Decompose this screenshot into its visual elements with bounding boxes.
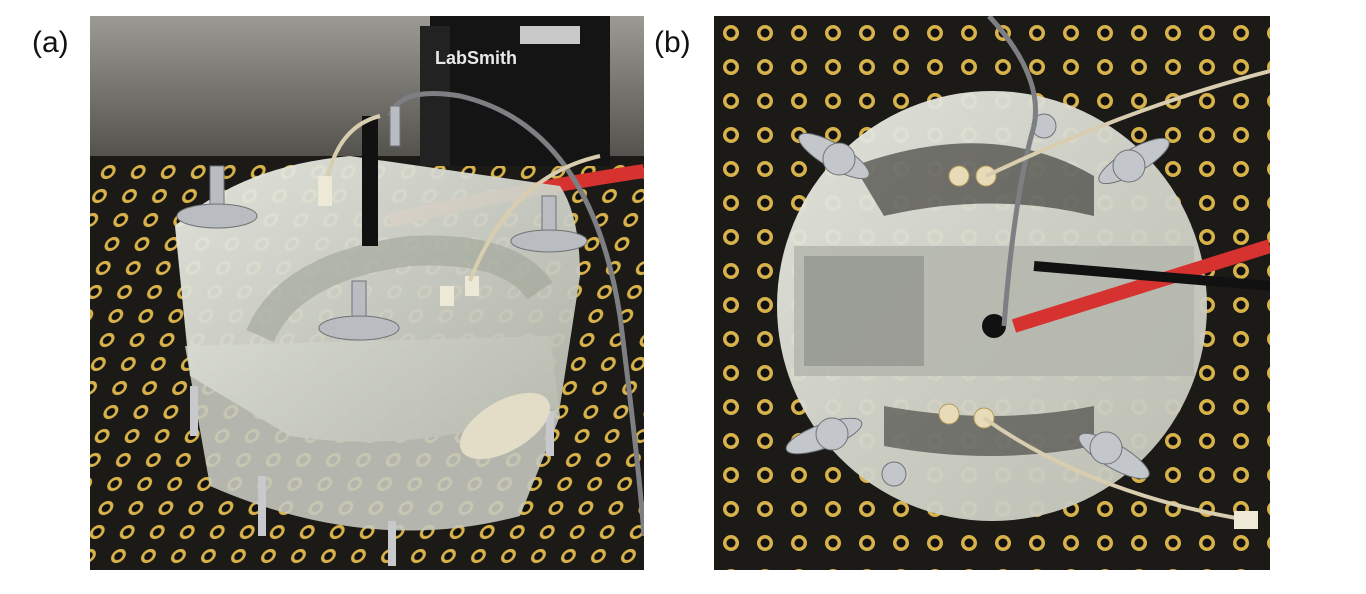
- wing-nut-screws: [176, 105, 588, 341]
- wing-nuts: [785, 113, 1170, 487]
- photo-a-device-angled: LabSmith: [90, 16, 644, 570]
- grey-wire: [987, 16, 1039, 327]
- panel-label-a: (a): [32, 26, 69, 59]
- labsmith-brand-text: LabSmith: [435, 48, 517, 68]
- acrylic-device-body: [175, 156, 580, 442]
- photo-b-device-top: [714, 16, 1270, 570]
- red-tube: [1011, 239, 1270, 333]
- labsmith-device-box: LabSmith: [420, 16, 610, 166]
- grey-wire: [387, 91, 644, 537]
- panel-label-b: (b): [654, 26, 691, 59]
